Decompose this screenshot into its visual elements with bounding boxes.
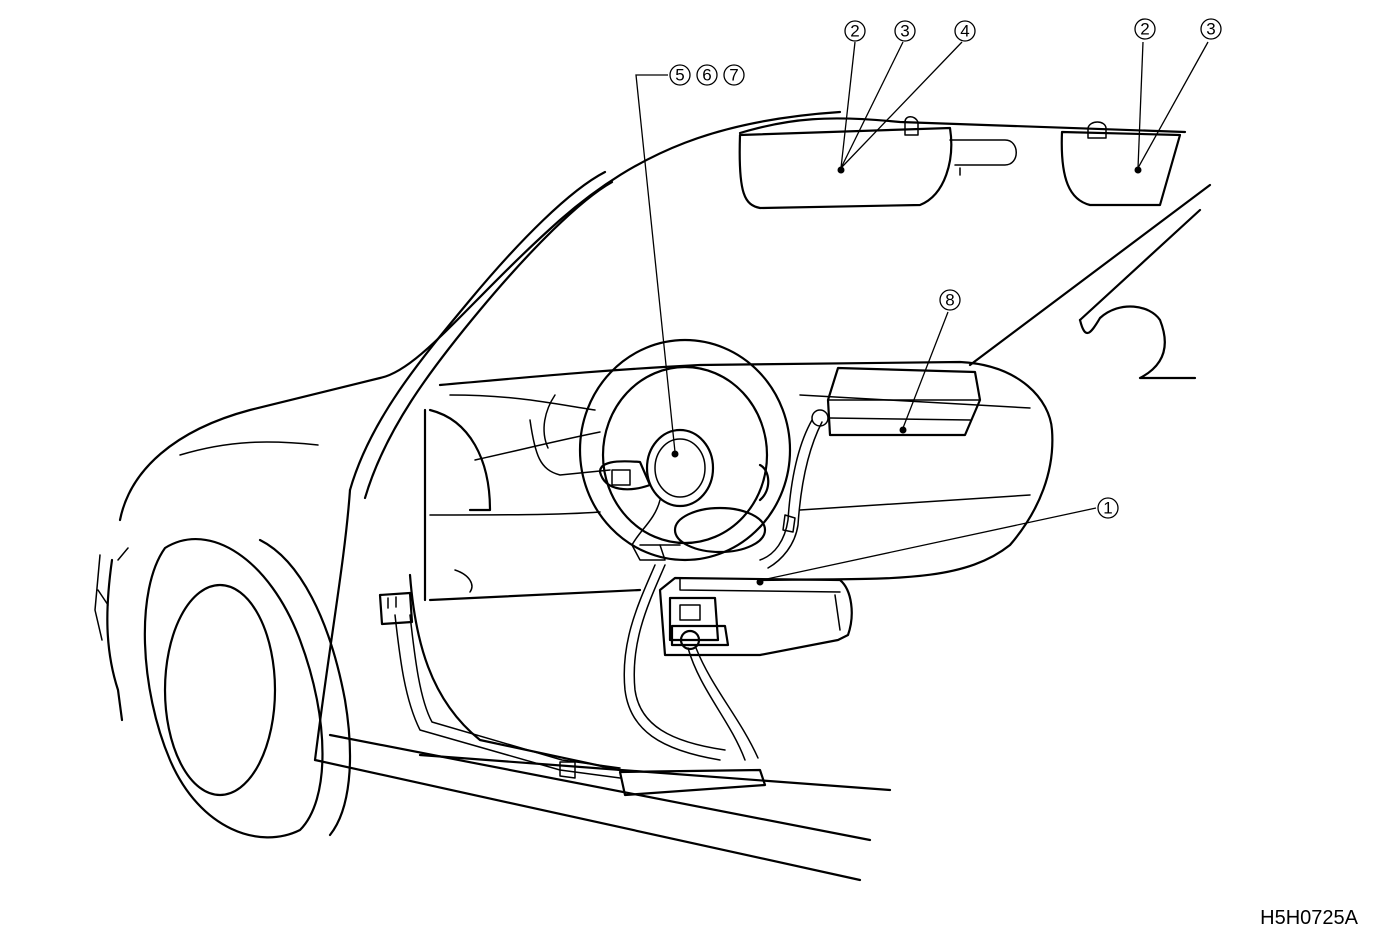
front-wheel: [143, 538, 352, 839]
callout-2-driver: 2: [844, 20, 866, 42]
passenger-airbag-module: [811, 366, 982, 437]
figure-code: H5H0725A: [1260, 907, 1358, 929]
steering-wheel: [578, 338, 792, 562]
callout-6-label: 6: [702, 66, 711, 85]
callout-4-label: 4: [960, 22, 969, 41]
diagnosis-sensor-unit: [658, 576, 853, 657]
callout-3-driver: 3: [894, 20, 916, 42]
dashboard: [428, 360, 1054, 593]
callout-5-label: 5: [675, 66, 684, 85]
rear-window-trim: [968, 183, 1212, 380]
callout-7: 7: [723, 64, 745, 86]
callout-5: 5: [669, 64, 691, 86]
callout-8: 8: [939, 289, 961, 311]
callout-3-passenger: 3: [1200, 18, 1222, 40]
callout-6: 6: [696, 64, 718, 86]
callout-2-passenger-label: 2: [1140, 20, 1149, 39]
callout-8-label: 8: [945, 291, 954, 310]
sun-visor-passenger: [1060, 121, 1182, 207]
callout-3-driver-label: 3: [900, 22, 909, 41]
callout-4: 4: [954, 20, 976, 42]
callout-3-passenger-label: 3: [1206, 20, 1215, 39]
sun-visor-driver: [738, 116, 1017, 210]
callout-2-driver-label: 2: [850, 22, 859, 41]
callout-1: 1: [1097, 497, 1119, 519]
callout-2-passenger: 2: [1134, 18, 1156, 40]
callout-1-label: 1: [1103, 499, 1112, 518]
leader-lines: [635, 41, 1209, 586]
wiring-harness: [378, 419, 823, 797]
callout-7-label: 7: [729, 66, 738, 85]
